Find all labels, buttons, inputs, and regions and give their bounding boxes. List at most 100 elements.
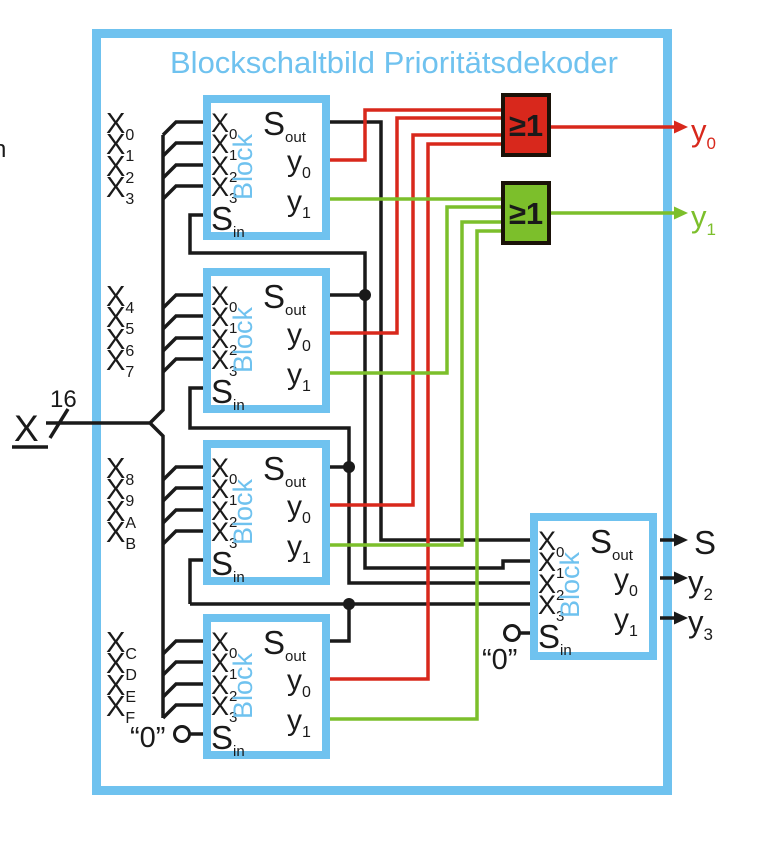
block3-port-x2: X2 <box>211 496 237 531</box>
block3-port-x3: X3 <box>211 517 237 552</box>
input-label-x6: X6 <box>106 324 134 360</box>
block2-port-x2: X2 <box>211 324 237 359</box>
bus-branch-wires <box>161 120 203 720</box>
wire-block1-sout-to-block5-x0 <box>330 120 530 542</box>
block3-label: Block <box>228 478 258 545</box>
block5-port-sout: Sout <box>590 523 634 564</box>
block3-port-sout: Sout <box>263 450 307 491</box>
block3-port-x0: X0 <box>211 453 237 488</box>
decoder-block-3: X0 X1 X2 X3 Sin Sout y0 y1 Block <box>203 440 330 586</box>
block3-port-x1: X1 <box>211 474 237 509</box>
input-label-x4: X4 <box>106 281 134 317</box>
zero-bubble-block5 <box>503 624 521 642</box>
diagram-frame <box>92 29 672 795</box>
block1-port-x0: X0 <box>211 108 237 143</box>
input-label-x5: X5 <box>106 302 134 338</box>
block3-port-sin: Sin <box>211 545 245 586</box>
wire-block3-y1-to-or <box>330 220 501 547</box>
block4-port-x1: X1 <box>211 648 237 683</box>
bus-label: X <box>14 408 39 449</box>
wire-block2-sout-to-block5-x1 <box>363 295 530 570</box>
block2-body <box>203 268 330 413</box>
block1-port-sin: Sin <box>211 200 245 241</box>
input-label-x3: X3 <box>106 172 134 208</box>
bus-trunk-wire <box>46 135 165 718</box>
input-label-xa: XA <box>106 496 136 532</box>
block2-port-sout: Sout <box>263 278 307 319</box>
input-label-xd: XD <box>106 648 137 684</box>
output-label-y1: y1 <box>691 199 716 239</box>
block4-label: Block <box>228 652 258 719</box>
output-label-s: S <box>694 524 716 561</box>
input-bus-tree: X 16 X0 X1 X2 X3 X4 X5 X6 X7 X8 X9 XA XB… <box>12 108 203 727</box>
decoder-block-5: X0 X1 X2 X3 Sin Sout y0 y1 Block <box>530 513 657 660</box>
block5-port-x3: X3 <box>538 590 564 625</box>
block5-port-y1: y1 <box>614 603 638 640</box>
or-gate-red: ≥1 <box>501 93 551 157</box>
arrowhead-output-y0 <box>674 120 688 134</box>
wire-block1-sin-loop <box>188 213 367 295</box>
block4-port-sout: Sout <box>263 624 307 665</box>
block2-port-x1: X1 <box>211 302 237 337</box>
block3-port-y1: y1 <box>287 530 311 567</box>
junction-dot-block2-sout <box>359 289 371 301</box>
wire-block1-y0-to-or <box>330 108 501 162</box>
block5-label: Block <box>555 551 585 618</box>
input-label-x2: X2 <box>106 151 134 187</box>
block4-port-y1: y1 <box>287 704 311 741</box>
output-label-y3: y3 <box>688 604 713 644</box>
zero-bubble-block4 <box>173 725 191 743</box>
zero-constant-block4: “0” <box>130 722 165 754</box>
block1-port-x3: X3 <box>211 172 237 207</box>
input-label-x8: X8 <box>106 453 134 489</box>
arrowhead-output-y3 <box>674 611 688 625</box>
input-label-xe: XE <box>106 670 136 706</box>
wire-block2-y1-to-or <box>330 205 501 375</box>
block2-port-x0: X0 <box>211 281 237 316</box>
wire-block2-sin-loop <box>188 386 351 467</box>
block5-port-y0: y0 <box>614 563 638 600</box>
block4-port-sin: Sin <box>211 719 245 760</box>
block4-port-x3: X3 <box>211 691 237 726</box>
input-label-x7: X7 <box>106 345 134 381</box>
block2-port-x3: X3 <box>211 345 237 380</box>
block2-port-y0: y0 <box>287 318 311 355</box>
bus-width-label: 16 <box>50 386 77 413</box>
or-gate-red-body <box>501 93 551 157</box>
block4-port-y0: y0 <box>287 664 311 701</box>
wire-block3-y0-to-or <box>330 133 501 507</box>
or-gate-green-body <box>501 181 551 245</box>
block1-port-y0: y0 <box>287 145 311 182</box>
wire-block4-y1-to-or <box>330 229 501 721</box>
block1-body <box>203 95 330 240</box>
block5-port-x1: X1 <box>538 547 564 582</box>
or-gate-green: ≥1 <box>501 181 551 245</box>
junction-dot-block3-sout <box>343 461 355 473</box>
diagram-title: Blockschaltbild Prioritätsdekoder <box>170 45 618 80</box>
block3-port-y0: y0 <box>287 490 311 527</box>
block1-port-x1: X1 <box>211 129 237 164</box>
green-signal-wires <box>330 197 688 721</box>
arrowhead-output-s <box>674 533 688 547</box>
block1-port-sout: Sout <box>263 105 307 146</box>
block4-port-x0: X0 <box>211 627 237 662</box>
junction-dot-block4-sout <box>343 598 355 610</box>
wire-block3-sin-loop <box>188 558 203 604</box>
block4-port-x2: X2 <box>211 670 237 705</box>
block2-port-y1: y1 <box>287 358 311 395</box>
arrowhead-output-y2 <box>674 571 688 585</box>
block5-port-x0: X0 <box>538 526 564 561</box>
block1-port-y1: y1 <box>287 185 311 222</box>
decoder-block-2: X0 X1 X2 X3 Sin Sout y0 y1 Block <box>203 268 330 414</box>
black-signal-wires: “0” “0” <box>130 120 688 754</box>
block3-body <box>203 440 330 585</box>
input-label-x1: X1 <box>106 129 134 165</box>
block2-label: Block <box>228 306 258 373</box>
zero-constant-block5: “0” <box>482 644 517 676</box>
input-label-xf: XF <box>106 691 135 727</box>
block1-label: Block <box>228 133 258 200</box>
wire-block4-y0-to-or <box>330 142 501 681</box>
input-label-x0: X0 <box>106 108 134 144</box>
red-signal-wires <box>330 108 688 681</box>
